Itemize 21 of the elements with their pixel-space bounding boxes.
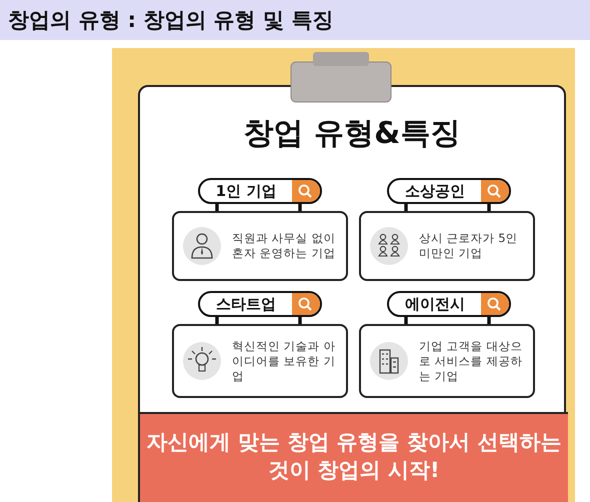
description-card bbox=[172, 211, 348, 281]
clipboard-card bbox=[138, 85, 566, 502]
tag-label: 스타트업 bbox=[215, 294, 277, 314]
banner-text: 자신에게 맞는 창업 유형을 찾아서 선택하는 것이 창업의 시작! bbox=[146, 429, 562, 484]
description-card bbox=[359, 324, 535, 398]
tag-pill bbox=[198, 291, 322, 317]
description-card bbox=[172, 324, 348, 398]
message-banner bbox=[140, 412, 568, 502]
description-text: 직원과 사무실 없이 혼자 운영하는 기업 bbox=[232, 231, 336, 261]
description-text: 혁신적인 기술과 아이디어를 보유한 기업 bbox=[232, 338, 336, 384]
description-card bbox=[359, 211, 535, 281]
card-heading: 창업 유형&특징 bbox=[242, 115, 462, 153]
tag-label: 소상공인 bbox=[404, 182, 466, 200]
description-text: 상시 근로자가 5인 미만인 기업 bbox=[419, 231, 519, 261]
tag-pill bbox=[387, 178, 511, 204]
tag-label: 에이전시 bbox=[404, 294, 466, 314]
tag-label: 1인 기업 bbox=[214, 182, 278, 200]
page-title: 창업의 유형 : 창업의 유형 및 특징 bbox=[8, 7, 334, 34]
tag-pill bbox=[387, 291, 511, 317]
description-text: 기업 고객을 대상으로 서비스를 제공하는 기업 bbox=[419, 338, 524, 384]
tag-pill bbox=[198, 178, 322, 204]
